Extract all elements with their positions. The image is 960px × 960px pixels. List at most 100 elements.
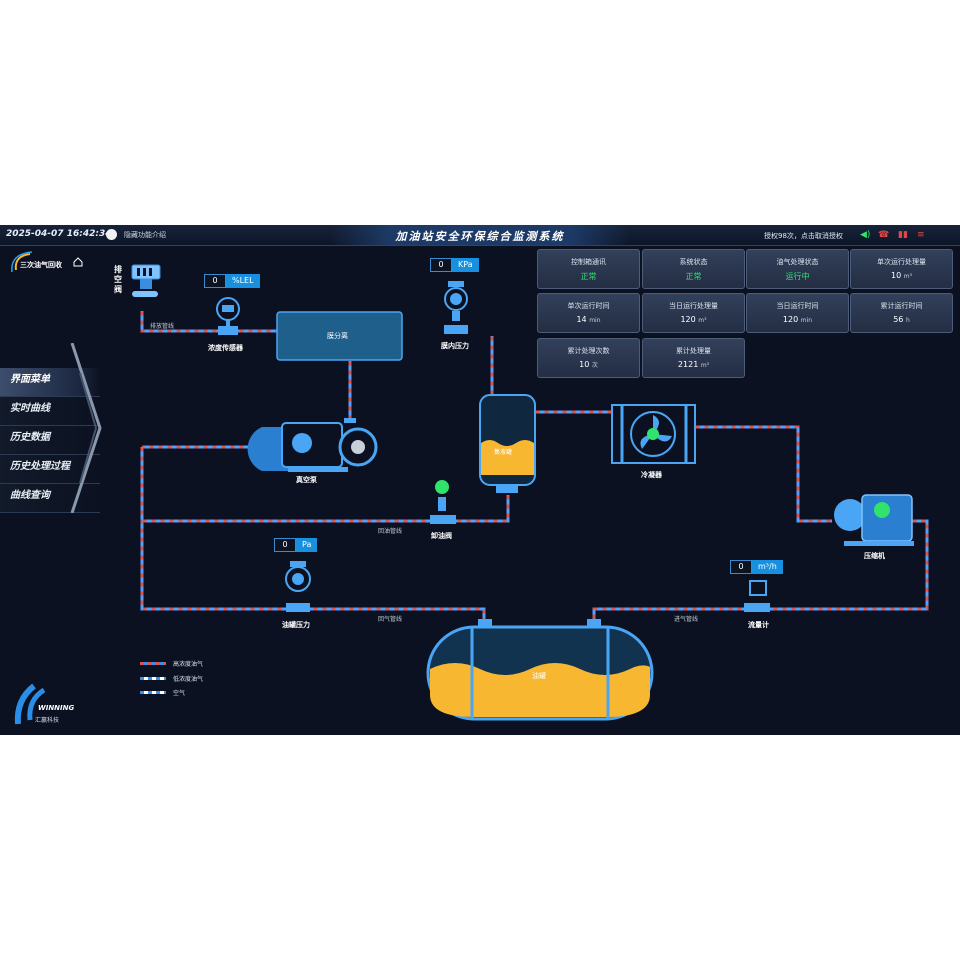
help-toggle-icon[interactable] <box>106 229 117 240</box>
card-label: 累计处理量 <box>676 347 711 355</box>
scada-screen: 2025-04-07 16:42:34 隐藏功能介绍 加油站安全环保综合监测系统… <box>0 225 960 735</box>
collector-tank-icon <box>479 394 536 493</box>
card-label: 单次运行处理量 <box>877 258 926 266</box>
oil-tank-icon <box>426 619 654 721</box>
membrane-pressure-readout: 0 KPa <box>430 258 479 272</box>
unload-valve-label: 卸油阀 <box>431 532 452 540</box>
card-value: 14 min <box>576 315 601 324</box>
card-value: 56 h <box>893 315 910 324</box>
card-value: 正常 <box>580 272 597 281</box>
condenser-label: 冷凝器 <box>641 471 662 479</box>
inlet-pipe-label: 进气管线 <box>674 616 699 623</box>
status-card-system-status: 系统状态 正常 <box>642 249 745 289</box>
status-card-daily-volume: 当日运行处理量 120 m³ <box>642 293 745 333</box>
page-title: 加油站安全环保综合监测系统 <box>395 230 565 243</box>
card-label: 系统状态 <box>679 258 708 266</box>
legend-line <box>140 677 166 680</box>
membrane-pressure-unit: KPa <box>452 258 479 272</box>
menu-item-curve-query[interactable]: 曲线查询 <box>0 484 100 513</box>
help-toggle-label[interactable]: 隐藏功能介绍 <box>124 231 166 239</box>
tank-pressure-icon <box>285 561 311 612</box>
alarm-icon[interactable]: ☎ <box>878 230 890 240</box>
vacuum-pump-label: 真空泵 <box>296 476 317 484</box>
card-label: 控制箱通讯 <box>571 258 606 266</box>
card-value: 2121 m³ <box>677 360 710 369</box>
card-label: 当日运行处理量 <box>669 302 718 310</box>
collector-label: 集液罐 <box>494 449 513 456</box>
card-label: 油气处理状态 <box>776 258 819 266</box>
top-bar: 2025-04-07 16:42:34 隐藏功能介绍 加油站安全环保综合监测系统… <box>0 225 960 246</box>
card-label: 累计运行时间 <box>880 302 923 310</box>
vent-pipe-label: 排放管线 <box>150 323 175 330</box>
legend-line <box>140 691 166 694</box>
condenser-icon[interactable] <box>611 404 696 464</box>
membrane-label: 膜分离 <box>327 332 348 340</box>
flowmeter-icon <box>744 580 770 612</box>
menu-item-realtime-curve[interactable]: 实时曲线 <box>0 397 100 426</box>
vent-valve-label: 排空阀 <box>114 265 122 294</box>
flow-value: 0 <box>730 560 752 574</box>
card-label: 累计处理次数 <box>567 347 610 355</box>
card-value: 10 m³ <box>891 271 912 280</box>
card-label: 当日运行时间 <box>776 302 819 310</box>
concentration-unit: %LEL <box>226 274 260 288</box>
legend-label: 空气 <box>173 690 186 697</box>
menu-item-history-data[interactable]: 历史数据 <box>0 426 100 455</box>
vent-valve-icon[interactable] <box>131 264 161 297</box>
status-card-processing-status: 油气处理状态 运行中 <box>746 249 849 289</box>
warning-icon[interactable]: ≡ <box>917 230 925 240</box>
pipes <box>140 311 929 621</box>
concentration-value: 0 <box>204 274 226 288</box>
membrane-separator-icon <box>276 311 403 361</box>
status-card-control-comm: 控制箱通讯 正常 <box>537 249 640 289</box>
title-decoration <box>330 225 630 245</box>
license-link[interactable]: 授权98次，点击取消授权 <box>764 232 843 240</box>
compressor-icon[interactable] <box>834 494 914 546</box>
status-card-total-count: 累计处理次数 10 次 <box>537 338 640 378</box>
tank-pressure-value: 0 <box>274 538 296 552</box>
status-card-total-runtime: 累计运行时间 56 h <box>850 293 953 333</box>
concentration-sensor-label: 浓度传感器 <box>208 344 243 352</box>
legend-label: 高浓度油气 <box>173 661 204 668</box>
card-value: 运行中 <box>785 272 810 281</box>
sound-icon[interactable]: ◀) <box>860 230 871 240</box>
card-value: 10 次 <box>579 360 598 369</box>
tank-pressure-label: 油罐压力 <box>282 621 310 629</box>
card-label: 单次运行时间 <box>567 302 610 310</box>
vacuum-pump-icon[interactable] <box>247 418 378 472</box>
status-card-single-runtime: 单次运行时间 14 min <box>537 293 640 333</box>
tank-pressure-readout: 0 Pa <box>274 538 318 552</box>
unload-valve-icon[interactable] <box>430 480 456 524</box>
concentration-sensor-icon <box>216 297 240 335</box>
oil-tank-label: 油罐 <box>532 672 546 680</box>
app-logo-label: 三次油气回收 <box>20 261 62 269</box>
company-logo-icon <box>14 683 46 725</box>
process-diagram <box>131 264 929 721</box>
card-value: 正常 <box>685 272 702 281</box>
card-value: 120 min <box>782 315 813 324</box>
low-concentration-pipes <box>140 311 929 621</box>
status-card-total-volume: 累计处理量 2121 m³ <box>642 338 745 378</box>
vapor-return-pipe-label: 回气管线 <box>378 616 403 623</box>
company-name: WINNING <box>38 704 75 712</box>
return-pipe-label: 回油管线 <box>378 528 403 535</box>
membrane-pressure-icon <box>444 281 468 334</box>
status-card-daily-runtime: 当日运行时间 120 min <box>746 293 849 333</box>
datetime: 2025-04-07 16:42:34 <box>6 229 112 239</box>
flowmeter-label: 流量计 <box>748 621 769 629</box>
membrane-pressure-value: 0 <box>430 258 452 272</box>
flow-unit: m³/h <box>752 560 783 574</box>
tank-pressure-unit: Pa <box>296 538 318 552</box>
app-logo-icon <box>11 251 83 273</box>
legend-label: 低浓度油气 <box>173 676 204 683</box>
menu-arrow-decoration <box>70 343 102 513</box>
legend-line <box>140 662 166 665</box>
company-cn-name: 汇赢科技 <box>35 717 60 724</box>
card-value: 120 m³ <box>680 315 707 324</box>
compressor-label: 压缩机 <box>864 552 885 560</box>
concentration-readout: 0 %LEL <box>204 274 260 288</box>
membrane-pressure-label: 膜内压力 <box>441 342 469 350</box>
signal-icon[interactable]: ▮▮ <box>898 230 908 240</box>
flow-readout: 0 m³/h <box>730 560 783 574</box>
status-card-single-volume: 单次运行处理量 10 m³ <box>850 249 953 289</box>
